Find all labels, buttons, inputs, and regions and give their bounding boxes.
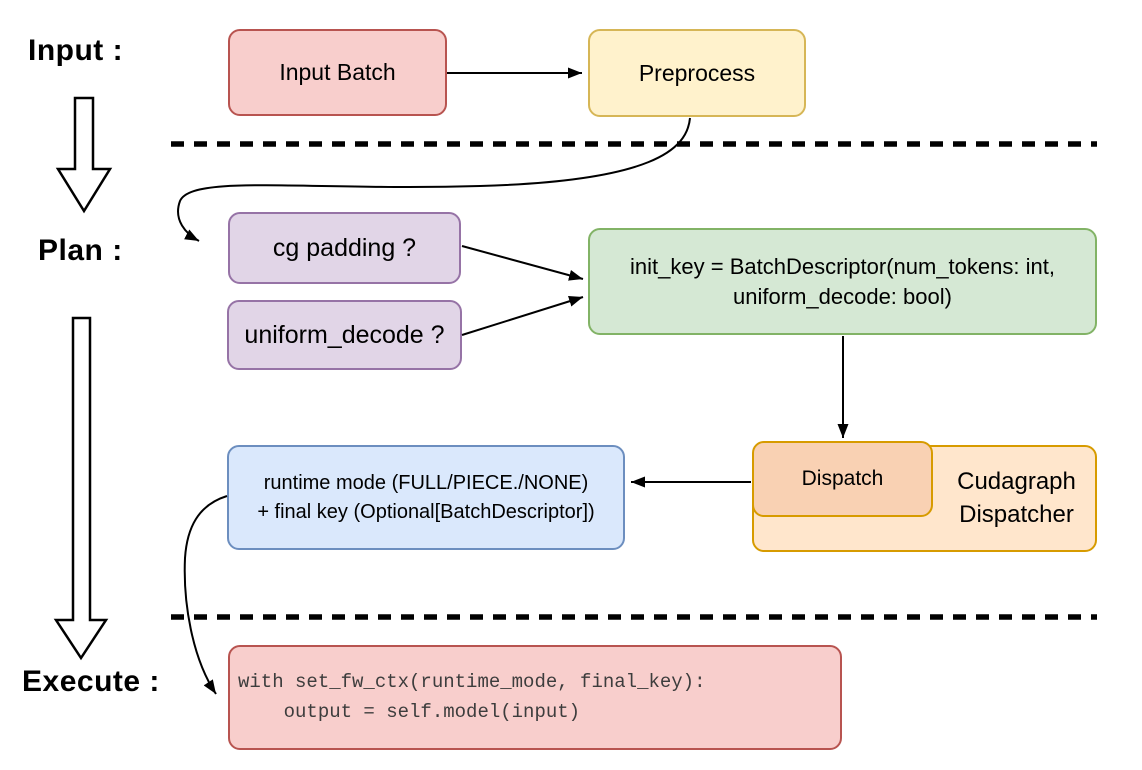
input-section-label: Input : bbox=[28, 34, 124, 67]
init-key-line1: init_key = BatchDescriptor(num_tokens: i… bbox=[630, 253, 1055, 279]
uniform-decode-node: uniform_decode ? bbox=[227, 300, 462, 370]
execute-code-line2: output = self.model(input) bbox=[238, 700, 581, 723]
connector-cg-padding-to-init-key bbox=[461, 245, 584, 281]
connector-runtime-mode-to-execute-code bbox=[183, 495, 228, 695]
plan-to-execute-hollow-arrow-icon bbox=[53, 316, 109, 661]
dispatch-label: Dispatch bbox=[801, 467, 884, 490]
plan-section-label: Plan : bbox=[38, 234, 123, 267]
cudagraph-dispatcher-label: Cudagraph Dispatcher bbox=[957, 468, 1076, 528]
input-to-plan-hollow-arrow-icon bbox=[55, 96, 113, 214]
runtime-mode-line1: runtime mode (FULL/PIECE./NONE) bbox=[263, 471, 589, 494]
input-batch-node: Input Batch bbox=[228, 29, 447, 116]
preprocess-label: Preprocess bbox=[638, 59, 756, 86]
input-batch-label: Input Batch bbox=[279, 59, 396, 85]
execute-code-line1: with set_fw_ctx(runtime_mode, final_key)… bbox=[238, 671, 706, 694]
init-key-node: init_key = BatchDescriptor(num_tokens: i… bbox=[588, 228, 1097, 335]
preprocess-node: Preprocess bbox=[588, 29, 806, 117]
uniform-decode-label: uniform_decode ? bbox=[244, 320, 445, 349]
execute-section-label: Execute : bbox=[22, 665, 160, 698]
runtime-mode-node: runtime mode (FULL/PIECE./NONE) + final … bbox=[227, 445, 625, 550]
init-key-line2: uniform_decode: bool) bbox=[733, 283, 952, 309]
connector-uniform-decode-to-init-key bbox=[461, 295, 584, 336]
cg-padding-node: cg padding ? bbox=[228, 212, 461, 284]
runtime-mode-line2: + final key (Optional[BatchDescriptor]) bbox=[257, 500, 595, 523]
dispatch-node: Dispatch bbox=[752, 441, 933, 517]
execute-code-node: with set_fw_ctx(runtime_mode, final_key)… bbox=[228, 645, 842, 750]
cg-padding-label: cg padding ? bbox=[272, 233, 417, 262]
